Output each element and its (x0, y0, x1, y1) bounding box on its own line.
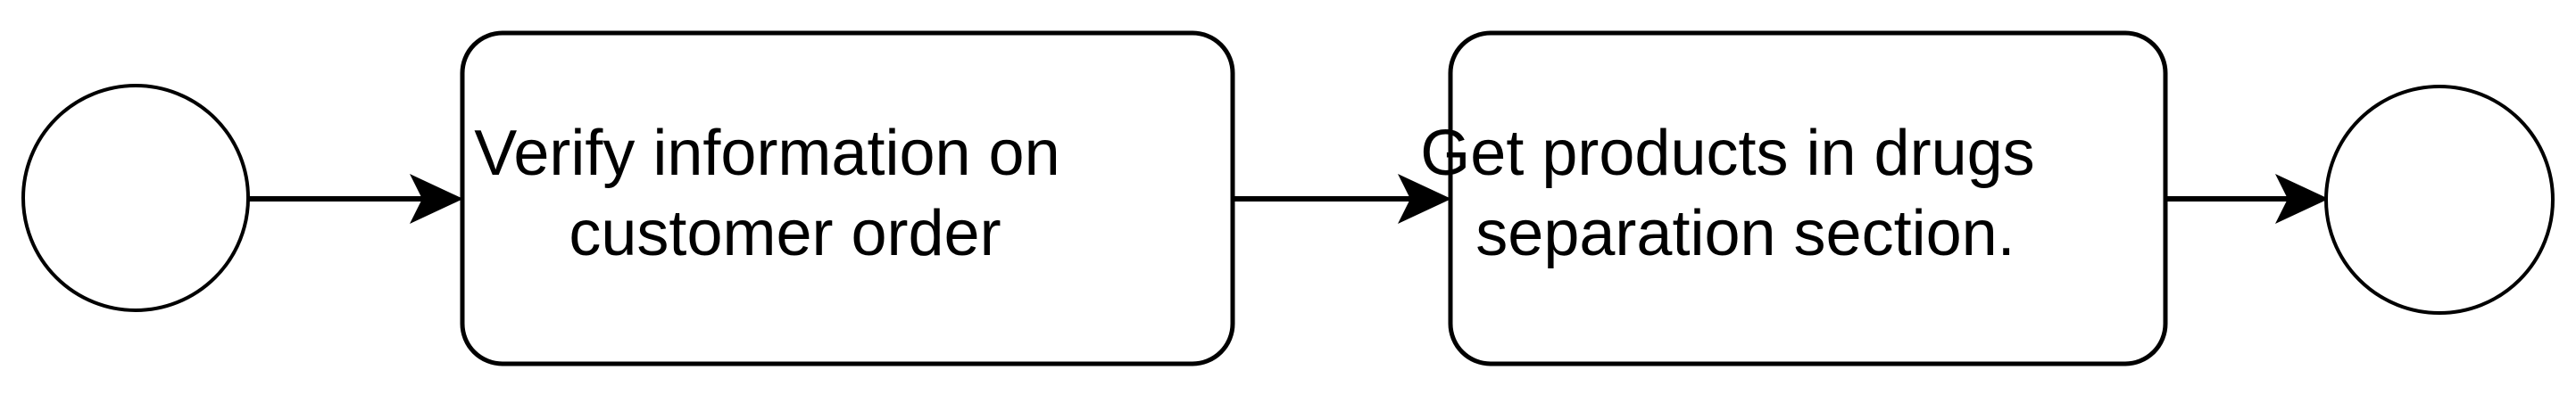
end-event-circle (2324, 85, 2555, 315)
task-label-line-2: customer order (569, 198, 1001, 269)
task-verify-information-node[interactable]: Verify information on customer order (460, 30, 1235, 366)
arrowhead-icon (410, 174, 463, 224)
end-event-node[interactable] (2324, 85, 2555, 315)
connector-verify-to-get-products[interactable] (1233, 174, 1451, 224)
start-event-node[interactable] (21, 84, 250, 312)
connector-start-to-verify[interactable] (248, 174, 463, 224)
arrowhead-icon (2275, 174, 2329, 224)
arrowhead-icon (1398, 174, 1451, 224)
task-label-line-1: Get products in drugs (1420, 118, 2034, 189)
task-verify-information-shape (460, 30, 1235, 366)
task-label-line-1: Verify information on (474, 118, 1059, 189)
task-get-products-label: Get products in drugs separation section… (1420, 118, 2195, 269)
task-verify-information-label: Verify information on customer order (474, 118, 1220, 269)
task-get-products-node[interactable]: Get products in drugs separation section… (1420, 30, 2195, 366)
connector-get-products-to-end[interactable] (2165, 174, 2329, 224)
task-label-line-2: separation section. (1475, 198, 2015, 269)
start-event-circle (21, 84, 250, 312)
task-get-products-shape (1448, 30, 2168, 366)
